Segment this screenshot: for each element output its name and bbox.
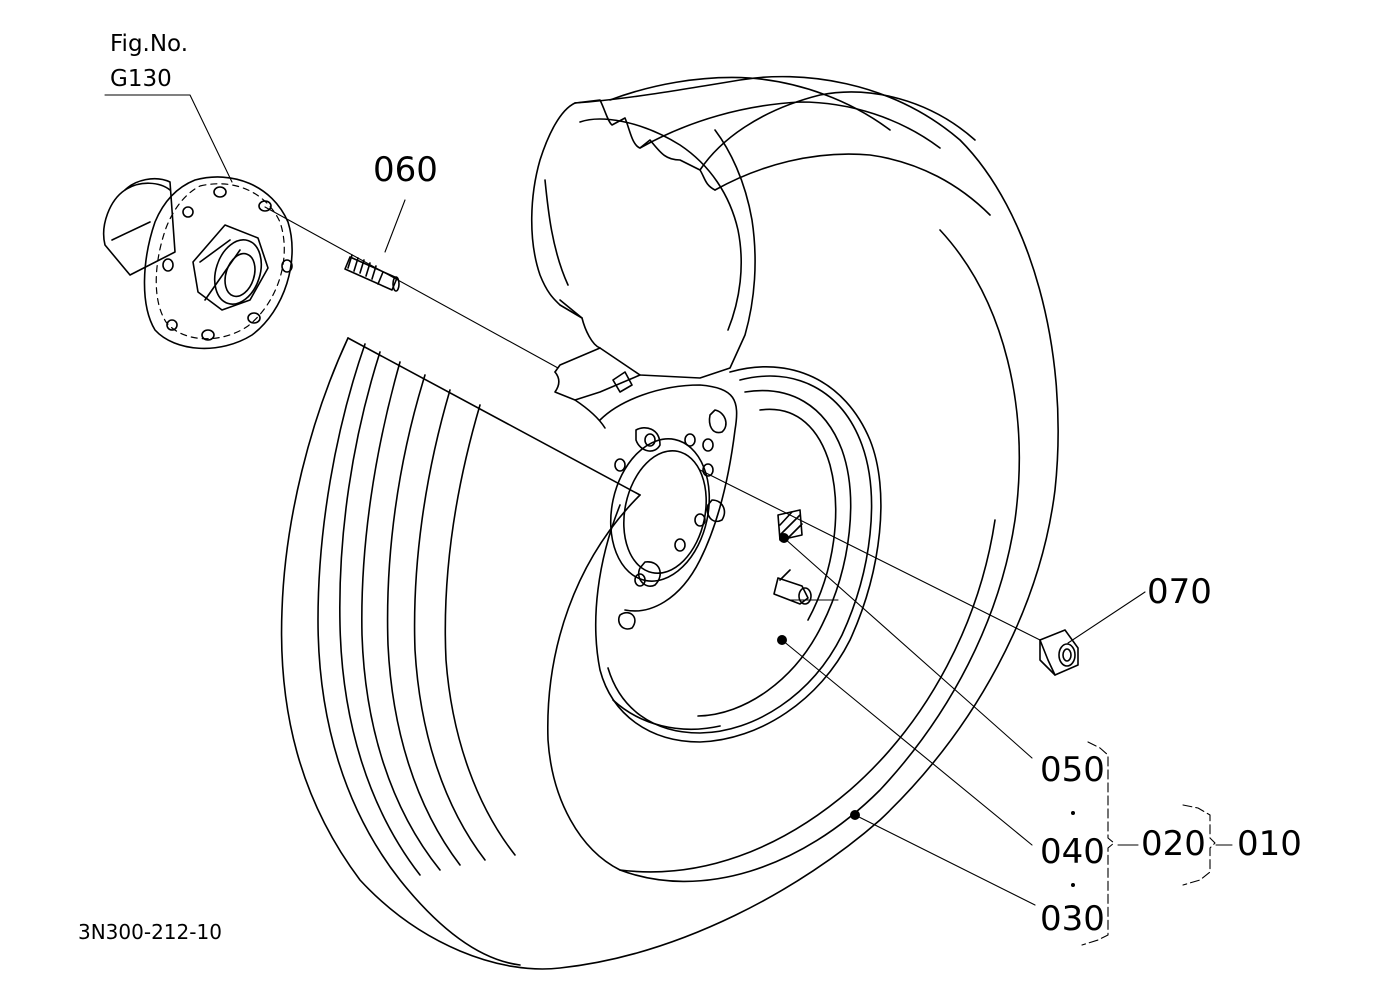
figure-number-label: Fig.No. [110,31,189,57]
leader-lines [105,95,1232,945]
part-label-070: 070 [1147,572,1212,612]
tire [282,77,1059,969]
part-label-030: 030 [1040,899,1105,939]
part-label-060: 060 [373,150,438,190]
figure-number-value: G130 [110,66,172,92]
reference-dots [777,533,1075,887]
wheel-stud-060 [345,255,399,291]
part-label-010: 010 [1237,824,1302,864]
rim [596,367,881,742]
part-label-040: 040 [1040,832,1105,872]
drawing-code: 3N300-212-10 [78,920,222,944]
part-label-050: 050 [1040,750,1105,790]
part-label-020: 020 [1141,824,1206,864]
wheel-nut-070 [1040,630,1078,675]
hub-flange [104,177,292,348]
